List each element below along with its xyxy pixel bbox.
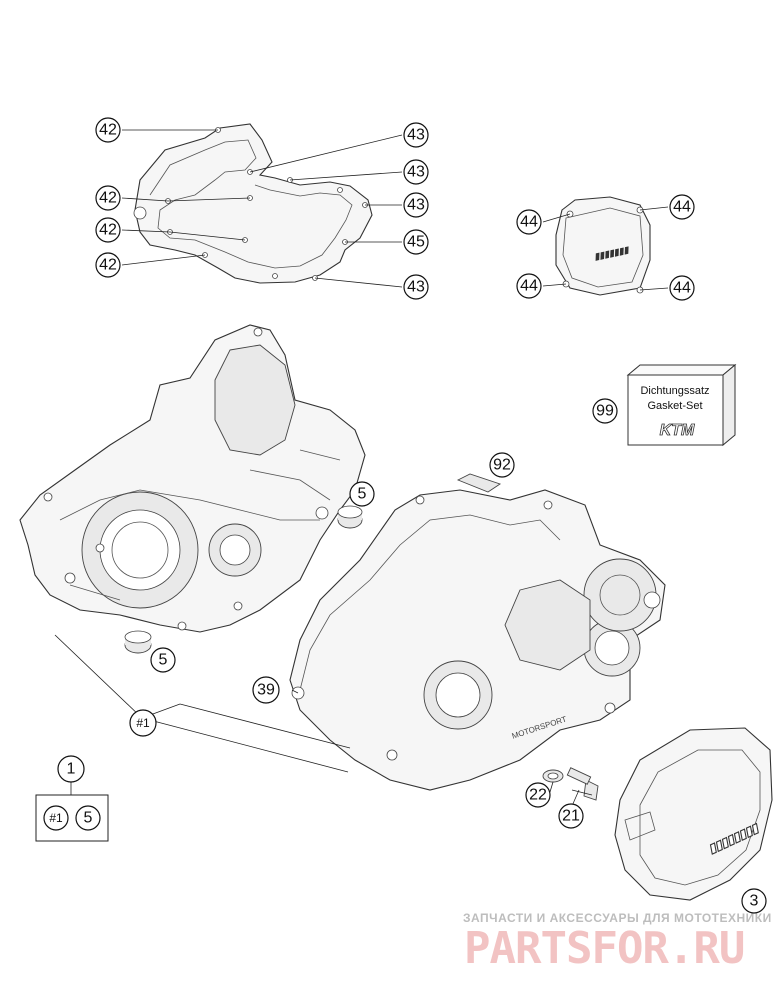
callout-44-d: 44 bbox=[669, 275, 695, 301]
callout-44-a: 44 bbox=[516, 209, 542, 235]
callout-42-d-label: 42 bbox=[99, 257, 117, 274]
left-crankcase-half bbox=[19, 324, 366, 633]
gasket-box-brand: KTM bbox=[660, 422, 695, 439]
callout-5-lower-label: 5 bbox=[159, 652, 168, 669]
callout-21-label: 21 bbox=[562, 808, 580, 825]
callout-crankcase-assembly-label: #1 bbox=[136, 716, 150, 730]
callout-43-d: 43 bbox=[403, 274, 429, 300]
callout-crankcase-assembly: #1 bbox=[129, 709, 157, 737]
callout-42-c-label: 42 bbox=[99, 222, 117, 239]
callout-43-b-label: 43 bbox=[407, 164, 425, 181]
sealing-washer-22 bbox=[542, 769, 564, 783]
bushing-5-lower bbox=[124, 630, 152, 654]
callout-21: 21 bbox=[558, 803, 584, 829]
callout-44-c-label: 44 bbox=[520, 278, 538, 295]
callout-22: 22 bbox=[525, 782, 551, 808]
callout-5-upper: 5 bbox=[349, 481, 375, 507]
callout-42-d: 42 bbox=[95, 252, 121, 278]
bushing-5-upper bbox=[337, 505, 363, 529]
callout-44-c: 44 bbox=[516, 273, 542, 299]
callout-42-c: 42 bbox=[95, 217, 121, 243]
kit-1-contents: #1 5 bbox=[35, 794, 109, 842]
callout-44-d-label: 44 bbox=[673, 280, 691, 297]
gasket-leader-lines bbox=[121, 129, 403, 288]
callout-42-b: 42 bbox=[95, 185, 121, 211]
callout-5-upper-label: 5 bbox=[358, 486, 367, 503]
callout-39: 39 bbox=[252, 676, 280, 704]
small-gasket-92 bbox=[456, 473, 502, 493]
callout-42-b-label: 42 bbox=[99, 190, 117, 207]
callout-99: 99 bbox=[592, 398, 618, 424]
footer-tagline: ЗАПЧАСТИ И АКСЕССУАРЫ ДЛЯ МОТОТЕХНИКИ bbox=[463, 911, 772, 925]
callout-92: 92 bbox=[489, 452, 515, 478]
kit-1-item-crankcase: #1 bbox=[49, 811, 63, 825]
ignition-cover-small: ▮▮▮▮▮▮▮ bbox=[542, 196, 669, 296]
callout-39-label: 39 bbox=[257, 682, 275, 699]
callout-42-a-label: 42 bbox=[99, 122, 117, 139]
callout-5-lower: 5 bbox=[150, 647, 176, 673]
gasket-set-box: Dichtungssatz Gasket-Set KTM bbox=[626, 363, 737, 447]
kit-1-label: 1 bbox=[67, 761, 76, 778]
kit-1-callout: 1 bbox=[57, 755, 85, 783]
callout-3: 3 bbox=[741, 888, 767, 914]
callout-99-label: 99 bbox=[596, 403, 614, 420]
callout-3-label: 3 bbox=[750, 893, 759, 910]
callout-45-label: 45 bbox=[407, 234, 425, 251]
callout-43-c-label: 43 bbox=[407, 197, 425, 214]
callout-43-d-label: 43 bbox=[407, 279, 425, 296]
assembly-leader-lines bbox=[54, 634, 580, 807]
gasket-box-line1: Dichtungssatz bbox=[640, 385, 709, 397]
callout-44-b-label: 44 bbox=[673, 199, 691, 216]
callout-43-b: 43 bbox=[403, 159, 429, 185]
kit-1-item-5: 5 bbox=[84, 810, 93, 827]
drain-plug-21 bbox=[566, 767, 599, 801]
callout-44-a-label: 44 bbox=[520, 214, 538, 231]
callout-43-a: 43 bbox=[403, 122, 429, 148]
callout-22-label: 22 bbox=[529, 787, 547, 804]
callout-92-label: 92 bbox=[493, 457, 511, 474]
callout-43-a-label: 43 bbox=[407, 127, 425, 144]
callout-43-c: 43 bbox=[403, 192, 429, 218]
right-crankcase-half: MOTORSPORT bbox=[289, 489, 666, 791]
clutch-cover: ▮▮▮▮▮▮▮▮ bbox=[614, 727, 773, 901]
callout-44-b: 44 bbox=[669, 194, 695, 220]
footer-logo[interactable]: PARTSFOR.RU bbox=[464, 923, 745, 974]
callout-42-a: 42 bbox=[95, 117, 121, 143]
callout-45: 45 bbox=[403, 229, 429, 255]
gasket-box-line2: Gasket-Set bbox=[647, 400, 702, 412]
